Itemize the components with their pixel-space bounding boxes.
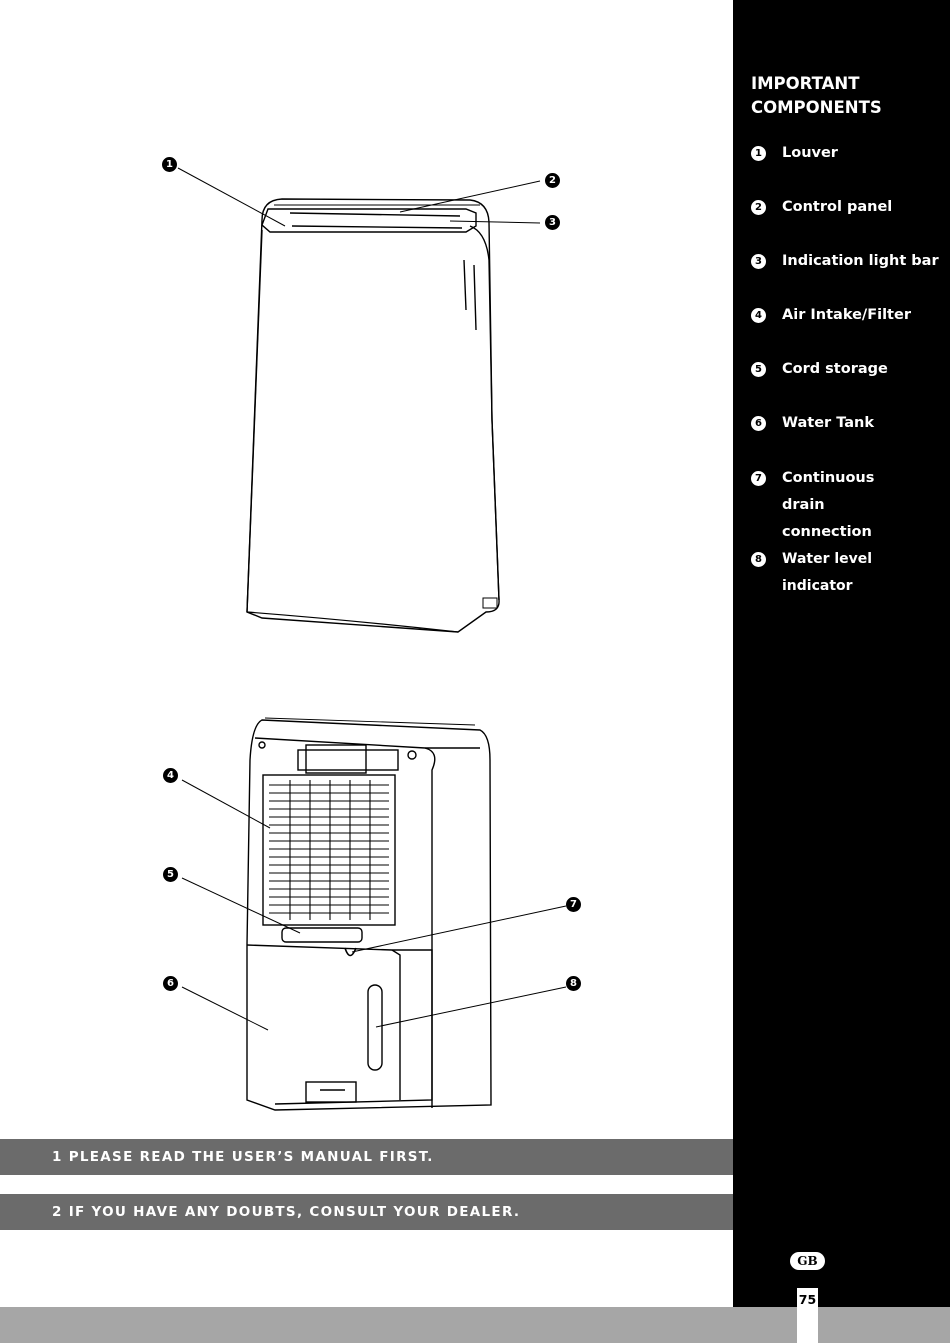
component-number: 1	[751, 146, 766, 161]
page-number-box	[797, 1288, 818, 1343]
dehumidifier-illustration	[177, 167, 567, 1111]
component-number: 3	[751, 254, 766, 269]
callout-2: 2	[545, 173, 560, 188]
sidebar-title-line1: IMPORTANT	[751, 74, 860, 93]
components-sidebar: IMPORTANT COMPONENTS 1 Louver 2 Control …	[733, 0, 950, 1307]
callout-3: 3	[545, 215, 560, 230]
leader-lines	[177, 167, 567, 1031]
notice-text: 2 IF YOU HAVE ANY DOUBTS, CONSULT YOUR D…	[52, 1204, 521, 1220]
component-label: Continuous drain connection	[782, 470, 875, 540]
front-view	[246, 198, 500, 633]
component-number: 8	[751, 552, 766, 567]
sidebar-title-line2: COMPONENTS	[751, 98, 882, 117]
component-label: Air Intake/Filter	[782, 307, 911, 323]
component-label: Water Tank	[782, 415, 874, 431]
filter-grille	[269, 780, 389, 920]
callout-5: 5	[163, 867, 178, 882]
component-number: 2	[751, 200, 766, 215]
component-label: Indication light bar	[782, 253, 939, 269]
back-view	[246, 717, 492, 1111]
component-label: Water level indicator	[782, 551, 873, 594]
language-badge: GB	[790, 1252, 825, 1270]
callout-7: 7	[566, 897, 581, 912]
notice-text: 1 PLEASE READ THE USER’S MANUAL FIRST.	[52, 1149, 434, 1165]
callout-4: 4	[163, 768, 178, 783]
notice-read-manual: 1 PLEASE READ THE USER’S MANUAL FIRST.	[0, 1139, 733, 1175]
sidebar-title: IMPORTANT COMPONENTS	[751, 72, 941, 120]
component-number: 6	[751, 416, 766, 431]
component-number: 5	[751, 362, 766, 377]
callout-6: 6	[163, 976, 178, 991]
callout-1: 1	[162, 157, 177, 172]
notice-consult-dealer: 2 IF YOU HAVE ANY DOUBTS, CONSULT YOUR D…	[0, 1194, 733, 1230]
component-label: Louver	[782, 145, 838, 161]
component-label: Control panel	[782, 199, 893, 215]
page-number: 75	[798, 1292, 817, 1307]
callout-8: 8	[566, 976, 581, 991]
component-number: 7	[751, 471, 766, 486]
component-label: Cord storage	[782, 361, 888, 377]
footer-bar	[0, 1307, 950, 1343]
component-number: 4	[751, 308, 766, 323]
